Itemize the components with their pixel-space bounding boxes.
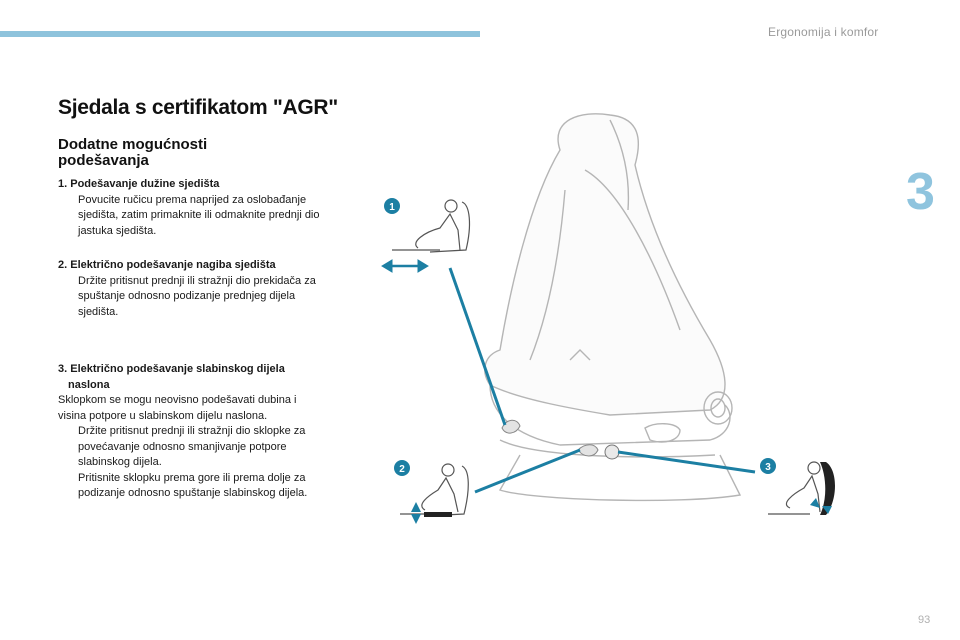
svg-text:1: 1 [389, 202, 395, 213]
chapter-number: 3 [906, 163, 935, 221]
list-item: Povucite ručicu prema naprijed za osloba… [58, 193, 320, 240]
seat-length-pictogram [392, 199, 471, 253]
badge-2: 2 [394, 460, 410, 476]
list-item: Držite pritisnut prednji ili stražnji di… [58, 424, 320, 471]
lumbar-pictogram [768, 461, 821, 515]
list-item-text: Držite pritisnut prednji ili stražnji di… [78, 274, 316, 318]
list-item-text: Pritisnite sklopku prema gore ili prema … [78, 471, 308, 500]
list-item: Pritisnite sklopku prema gore ili prema … [58, 471, 320, 502]
item-heading: 1. Podešavanje dužine sjedišta [58, 178, 220, 190]
lumbar-arrows-icon [810, 462, 835, 515]
page-title: Sjedala s certifikatom "AGR" [58, 96, 338, 119]
list-item-text: Povucite ručicu prema naprijed za osloba… [78, 193, 320, 237]
double-arrow-icon [381, 259, 429, 273]
seat-illustration: 1 2 3 [381, 113, 835, 524]
item-intro: Sklopkom se mogu neovisno podešavati dub… [58, 394, 297, 422]
seat-drawing [484, 113, 742, 502]
item-lumbar: 3. Električno podešavanje slabinskog dij… [58, 362, 320, 502]
badge-3: 3 [760, 458, 776, 474]
leader-line-3 [617, 450, 756, 474]
lumbar-switch [604, 444, 620, 460]
leader-line-1 [448, 267, 507, 426]
page-number: 93 [918, 614, 931, 626]
list-item: Držite pritisnut prednji ili stražnji di… [58, 274, 320, 321]
item-seat-length: 1. Podešavanje dužine sjedišta Povucite … [58, 177, 320, 239]
badge-1: 1 [384, 198, 400, 214]
seat-tilt-switch [577, 444, 599, 457]
header-accent-bar [0, 31, 480, 37]
tilt-arrows-icon [411, 502, 452, 524]
item-heading: 2. Električno podešavanje nagiba sjedišt… [58, 259, 276, 271]
item-seat-tilt: 2. Električno podešavanje nagiba sjedišt… [58, 258, 320, 320]
leader-line-2 [474, 448, 581, 494]
section-title: Ergonomija i komfor [768, 25, 879, 39]
seat-tilt-pictogram [400, 463, 469, 517]
item-heading: 3. Električno podešavanje slabinskog dij… [58, 363, 285, 391]
page-subtitle: Dodatne mogućnosti podešavanja [58, 136, 208, 169]
svg-text:2: 2 [399, 464, 405, 475]
svg-text:3: 3 [765, 462, 771, 473]
seat-length-lever [501, 419, 521, 434]
list-item-text: Držite pritisnut prednji ili stražnji di… [78, 425, 306, 468]
